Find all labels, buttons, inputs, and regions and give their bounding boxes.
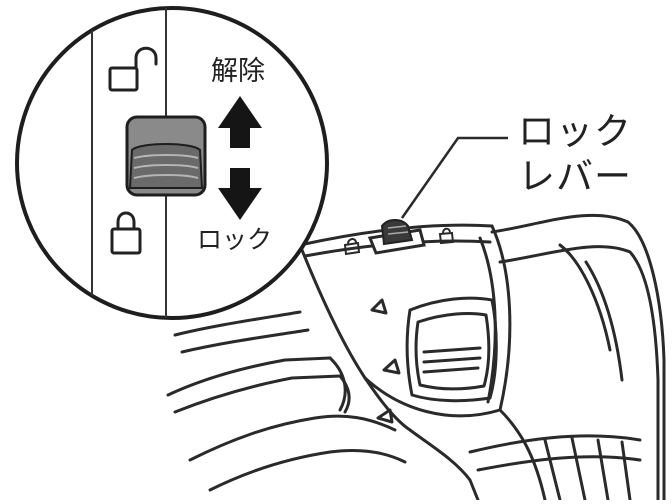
lock-lever-label-line2: レバー [518,155,632,198]
lever-leader-line [400,136,508,219]
lock-lever-label-line1: ロック [518,110,632,153]
release-label: 解除 [211,56,265,87]
zoom-detail-circle [15,6,329,320]
switch-slider [125,115,207,197]
unlocked-padlock-icon [108,46,158,92]
locked-padlock-icon [110,211,142,255]
double-vertical-arrow-icon [218,96,262,220]
lock-lever-on-tool [343,219,455,256]
lock-label: ロック [197,225,273,254]
drill-body [166,213,666,502]
